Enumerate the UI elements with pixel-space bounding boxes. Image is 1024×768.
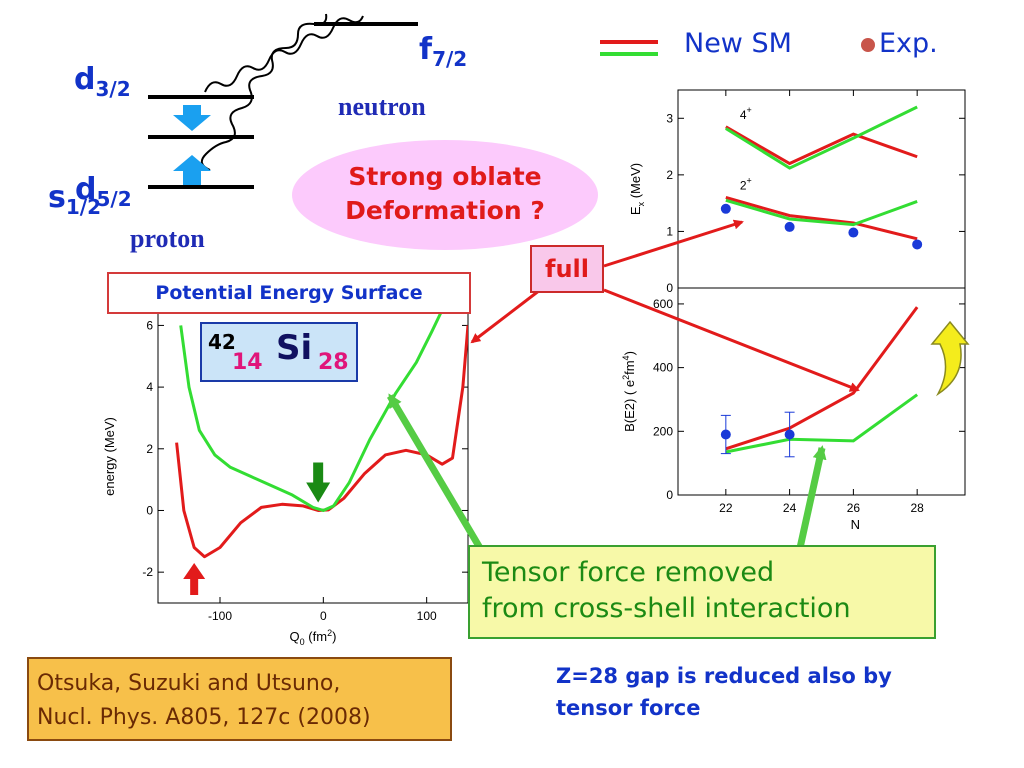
ex-level-label: 2+: [740, 175, 752, 192]
arrow-down-icon: [173, 105, 211, 131]
ex-ylabel: Ex (MeV): [628, 163, 646, 215]
z28-line1: Z=28 gap is reduced also by: [556, 664, 892, 688]
be2-ytick-label: 600: [653, 297, 673, 311]
tensor-line1: Tensor force removed: [482, 557, 775, 588]
oval-line1: Strong oblate: [348, 162, 542, 191]
reference-line1: Otsuka, Suzuki and Utsuno,: [37, 671, 341, 696]
ex-series-line: [725, 198, 918, 227]
label-d52: d5/2: [75, 172, 132, 211]
be2-ytick-label: 200: [653, 424, 673, 438]
legend-new-sm: New SM: [684, 28, 792, 59]
be2-ytick-label: 400: [653, 361, 673, 375]
nucleus-label: 42 14 Si 28: [200, 322, 358, 382]
pes-ylabel: energy (MeV): [102, 417, 117, 496]
ex-exp-point: [848, 227, 859, 238]
ex-ytick-label: 0: [666, 281, 673, 295]
ex-level-label: 4+: [740, 105, 752, 122]
reference-line2: Nucl. Phys. A805, 127c (2008): [37, 705, 371, 730]
wavy-line-upper: [204, 15, 364, 93]
arrow-up-icon: [173, 155, 211, 185]
arrow-full-to-be2: [603, 288, 860, 392]
pes-xtick-label: 0: [320, 609, 327, 623]
arrow-tensor-to-pes: [386, 393, 484, 550]
z28-note: Z=28 gap is reduced also by tensor force: [556, 660, 892, 724]
pes-ytick-label: 2: [146, 442, 153, 456]
arrow-full-to-ex: [603, 219, 744, 268]
be2-ytick-label: 0: [666, 488, 673, 502]
nucleus-z: 14: [232, 350, 263, 375]
pes-xlabel: Q0 (fm2): [290, 628, 337, 647]
ex-ytick-label: 3: [666, 111, 673, 125]
be2-ylabel: B(E2) ( e2fm4): [621, 351, 637, 432]
right-frame: [677, 89, 966, 496]
arrow-full-to-pes: [470, 288, 541, 344]
pes-arrow-down-icon: [306, 462, 331, 503]
pes-ytick-label: 0: [146, 503, 153, 517]
ex-series-line: [725, 125, 918, 166]
pes-ytick-label: 4: [146, 380, 153, 394]
be2-xtick-label: 22: [719, 501, 733, 515]
tensor-line2: from cross-shell interaction: [482, 593, 851, 624]
be2-exp-point: [720, 429, 731, 440]
legend-exp: Exp.: [879, 28, 938, 59]
ex-series-line: [725, 196, 918, 241]
label-d32: d3/2: [74, 62, 131, 101]
label-neutron: neutron: [338, 92, 426, 121]
pes-series-line: [179, 310, 444, 512]
level-scheme: [148, 13, 418, 189]
be2-xtick-label: 24: [783, 501, 797, 515]
be2-series-line: [725, 306, 919, 451]
z28-line2: tensor force: [556, 696, 701, 720]
strong-oblate-oval: Strong oblate Deformation ?: [292, 140, 598, 250]
pes-title: Potential Energy Surface: [107, 272, 471, 314]
right-charts: 0 1 2 3 0 200 400 600 22 24 26 28 4+ 2+ Ex (MeV) B(E2) …: [621, 89, 966, 532]
be2-xlabel: N: [851, 517, 860, 532]
reference-box: Otsuka, Suzuki and Utsuno, Nucl. Phys. A…: [27, 657, 452, 741]
pes-ytick-label: -2: [142, 565, 153, 579]
pes-chart: -2 0 2 4 6 -100 0 100 energy (MeV) Q0 (fm2): [102, 309, 469, 647]
legend-swatch: [600, 40, 658, 56]
pes-arrow-up-icon: [183, 563, 206, 595]
label-proton: proton: [130, 224, 205, 253]
tensor-box: Tensor force removed from cross-shell in…: [468, 545, 936, 639]
be2-exp-point: [784, 429, 795, 440]
nucleus-n: 28: [318, 350, 349, 375]
oval-line2: Deformation ?: [345, 196, 545, 225]
ex-exp-point: [720, 203, 731, 214]
nucleus-mass: 42: [208, 330, 236, 354]
label-s12: s1/2: [48, 180, 101, 219]
pes-xtick-label: 100: [417, 609, 437, 623]
ex-exp-point: [912, 239, 923, 250]
ex-ytick-label: 2: [666, 168, 673, 182]
ex-ytick-label: 1: [666, 224, 673, 238]
pes-xtick-label: -100: [208, 609, 232, 623]
full-label: full: [530, 245, 604, 293]
label-f72: f7/2: [419, 32, 468, 71]
be2-xtick-label: 28: [910, 501, 924, 515]
curved-arrow-icon: [930, 320, 970, 397]
nucleus-symbol: Si: [276, 328, 313, 368]
pes-ytick-label: 6: [146, 318, 153, 332]
ex-exp-point: [784, 221, 795, 232]
legend-exp-dot: [861, 38, 875, 52]
be2-series-line: [725, 393, 919, 454]
wavy-line-lower: [200, 13, 328, 171]
ex-series-line: [725, 105, 918, 170]
be2-xtick-label: 26: [847, 501, 861, 515]
arrow-tensor-to-be2: [796, 445, 827, 549]
